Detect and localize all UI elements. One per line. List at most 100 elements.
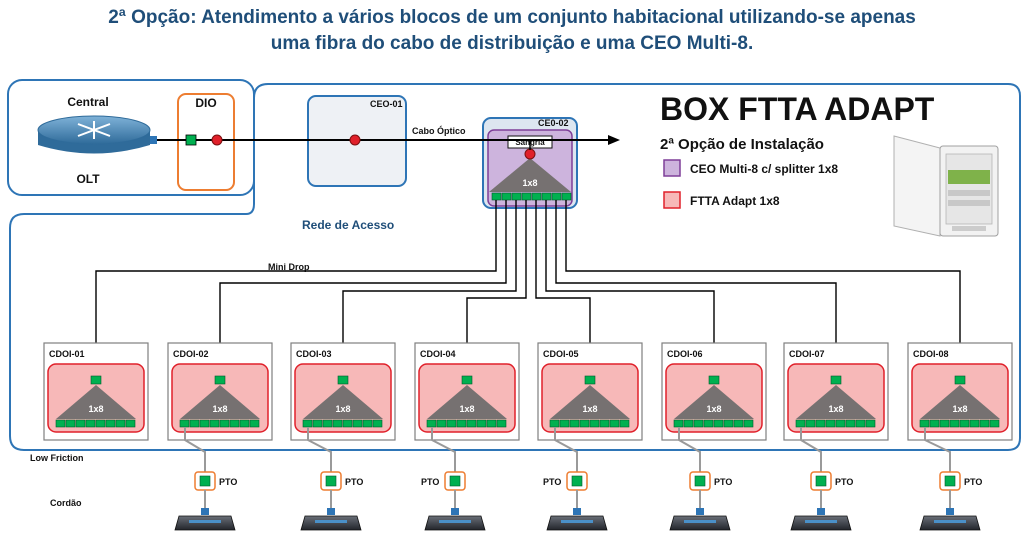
cdoi-01-port-8 <box>125 419 136 428</box>
cdoi-06-port-8 <box>743 419 754 428</box>
mini-drop-cable-06 <box>545 200 715 376</box>
low-friction-cable-07 <box>800 427 822 472</box>
pto-label-08: PTO <box>964 477 982 487</box>
cdoi-04-port-3 <box>446 419 457 428</box>
ceo-02-port-2 <box>501 192 512 201</box>
mini-drop-cable-04 <box>466 200 527 376</box>
legend-label-ceo: CEO Multi-8 c/ splitter 1x8 <box>690 162 838 176</box>
cdoi-02-label: CDOI-02 <box>173 349 209 359</box>
dio-label: DIO <box>195 96 216 110</box>
cdoi-06-port-2 <box>683 419 694 428</box>
pto-connector-07 <box>815 475 827 487</box>
pto-label-02: PTO <box>219 477 237 487</box>
cdoi-06-port-3 <box>693 419 704 428</box>
pto-connector-06 <box>694 475 706 487</box>
cdoi-04-port-8 <box>496 419 507 428</box>
cdoi-08-port-4 <box>949 419 960 428</box>
cdoi-02-port-8 <box>249 419 260 428</box>
cdoi-05-splitter-label: 1x8 <box>582 404 597 414</box>
box-title: BOX FTTA ADAPT <box>660 91 935 127</box>
mini-drop-label: Mini Drop <box>268 262 310 272</box>
legend-swatch-ceo <box>663 159 681 177</box>
mini-drop-cables <box>95 200 961 376</box>
cdoi-08-port-1 <box>919 419 930 428</box>
cordao-label: Cordão <box>50 498 82 508</box>
mini-drop-cable-01 <box>95 200 497 376</box>
low-friction-cable-04 <box>431 427 456 472</box>
cable-arrow-icon <box>608 135 620 145</box>
cdoi-04-splitter-icon <box>427 385 507 419</box>
cdoi-05-input-port <box>584 375 596 385</box>
cdoi-01-port-4 <box>85 419 96 428</box>
cdoi-01-port-5 <box>95 419 106 428</box>
pto-connector-02 <box>199 475 211 487</box>
cdoi-05-port-2 <box>559 419 570 428</box>
cdoi-03-splitter-label: 1x8 <box>335 404 350 414</box>
cdoi-02-port-3 <box>199 419 210 428</box>
cdoi-03-port-8 <box>372 419 383 428</box>
onu-router-led-08 <box>934 520 966 523</box>
cable-label: Cabo Óptico <box>412 125 466 136</box>
mini-drop-cable-07 <box>555 200 837 376</box>
cdoi-02-port-7 <box>239 419 250 428</box>
onu-router-led-07 <box>805 520 837 523</box>
ceo-02-port-3 <box>511 192 522 201</box>
cdoi-03-port-3 <box>322 419 333 428</box>
pto-connector-08 <box>944 475 956 487</box>
cdoi-07-splitter-icon <box>796 385 876 419</box>
mini-drop-cable-08 <box>565 200 961 376</box>
cdoi-04-port-4 <box>456 419 467 428</box>
onu-port-03 <box>327 508 335 515</box>
cdoi-04-port-6 <box>476 419 487 428</box>
ceo-02-port-5 <box>531 192 542 201</box>
cdoi-04-port-2 <box>436 419 447 428</box>
access-network-label: Rede de Acesso <box>302 218 394 232</box>
low-friction-cable-08 <box>924 427 951 472</box>
onu-port-06 <box>696 508 704 515</box>
cdoi-01-label: CDOI-01 <box>49 349 85 359</box>
dio-connector <box>185 134 197 146</box>
subscriber-07: PTO <box>790 427 853 531</box>
cdoi-08-label: CDOI-08 <box>913 349 949 359</box>
cdoi-05-port-6 <box>599 419 610 428</box>
pto-label-05: PTO <box>543 477 561 487</box>
ceo-02-port-4 <box>521 192 532 201</box>
cdoi-01-input-port <box>90 375 102 385</box>
cdoi-02-port-5 <box>219 419 230 428</box>
cdoi-08-splitter-label: 1x8 <box>952 404 967 414</box>
low-friction-cable-05 <box>554 427 578 472</box>
cdoi-05-port-3 <box>569 419 580 428</box>
cdoi-03-input-port <box>337 375 349 385</box>
onu-router-led-06 <box>684 520 716 523</box>
cdoi-01-port-1 <box>55 419 66 428</box>
cdoi-07-input-port <box>830 375 842 385</box>
pto-label-07: PTO <box>835 477 853 487</box>
low-friction-cable-02 <box>184 427 206 472</box>
ceo-02-label: CE0-02 <box>538 118 569 128</box>
cdoi-03-port-1 <box>302 419 313 428</box>
subscriber-05: PTO <box>543 427 608 531</box>
olt-device-icon <box>37 115 151 154</box>
cdoi-04-label: CDOI-04 <box>420 349 456 359</box>
cdoi-07-port-5 <box>835 419 846 428</box>
onu-port-04 <box>451 508 459 515</box>
cdoi-08-port-6 <box>969 419 980 428</box>
cdoi-05-port-7 <box>609 419 620 428</box>
cdoi-01-port-2 <box>65 419 76 428</box>
ftta-box-illustration-icon <box>893 135 999 237</box>
cdoi-01-port-6 <box>105 419 116 428</box>
dio-splice-point <box>211 134 223 146</box>
mini-drop-cable-05 <box>535 200 591 376</box>
pto-connector-03 <box>325 475 337 487</box>
ceo-02-output-ports <box>491 192 572 201</box>
cdoi-06-port-7 <box>733 419 744 428</box>
cdoi-08-port-2 <box>929 419 940 428</box>
cdoi-04-port-5 <box>466 419 477 428</box>
low-friction-cable-06 <box>678 427 701 472</box>
cdoi-02-port-4 <box>209 419 220 428</box>
cdoi-02-port-1 <box>179 419 190 428</box>
ceo-02-splitter-icon <box>489 158 571 192</box>
